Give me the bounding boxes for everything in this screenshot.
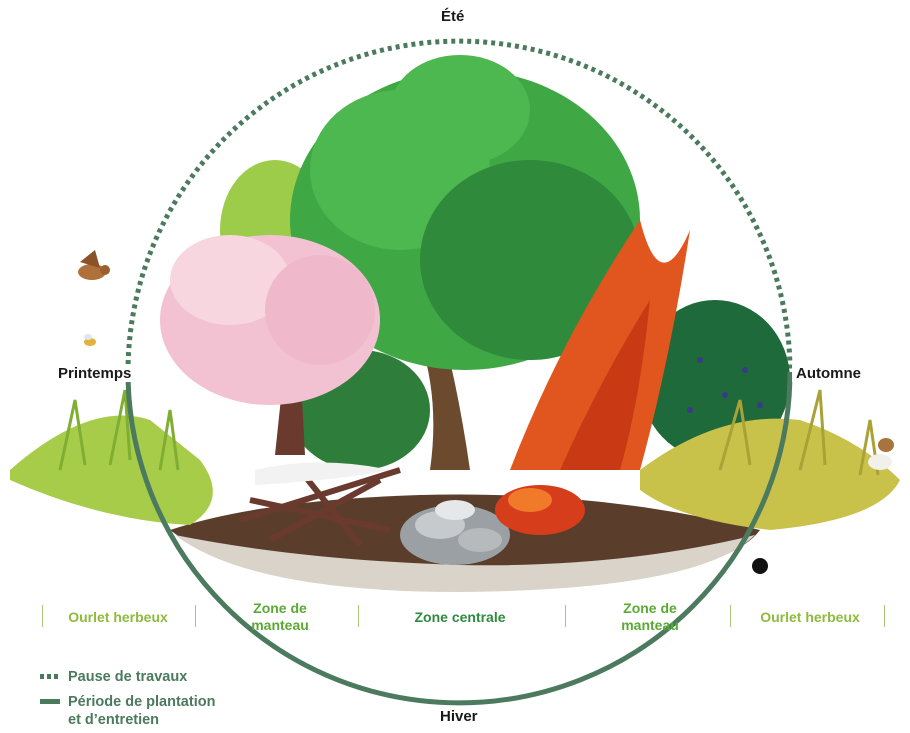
- zone-separator: [730, 605, 731, 627]
- season-label-winter: Hiver: [436, 708, 482, 725]
- leaf-pile: [495, 485, 585, 535]
- legend-item-pause: Pause de travaux: [40, 668, 187, 686]
- zone-label-grass-edge-right: Ourlet herbeux: [740, 609, 880, 626]
- bee-icon: [84, 334, 96, 346]
- legend-item-planting: Période de plantation et d’entretien: [40, 693, 215, 729]
- legend-label-planting: Période de plantation et d’entretien: [68, 693, 215, 729]
- dotted-line-swatch-icon: [40, 674, 60, 679]
- zone-separator: [42, 605, 43, 627]
- zone-separator: [884, 605, 885, 627]
- grass-left: [10, 390, 213, 525]
- season-label-summer: Été: [437, 8, 468, 25]
- season-label-autumn: Automne: [792, 365, 865, 382]
- bird-icon: [78, 250, 110, 280]
- solid-line-swatch-icon: [40, 699, 60, 704]
- zone-label-mantle-right: Zone de manteau: [580, 600, 720, 634]
- zone-label-mantle-left: Zone de manteau: [210, 600, 350, 634]
- zone-label-central: Zone centrale: [385, 609, 535, 626]
- zone-separator: [195, 605, 196, 627]
- zone-label-grass-edge-left: Ourlet herbeux: [48, 609, 188, 626]
- zone-separator: [565, 605, 566, 627]
- legend-label-pause: Pause de travaux: [68, 668, 187, 686]
- season-label-spring: Printemps: [54, 365, 135, 382]
- zone-separator: [358, 605, 359, 627]
- current-position-marker-icon: [752, 558, 768, 574]
